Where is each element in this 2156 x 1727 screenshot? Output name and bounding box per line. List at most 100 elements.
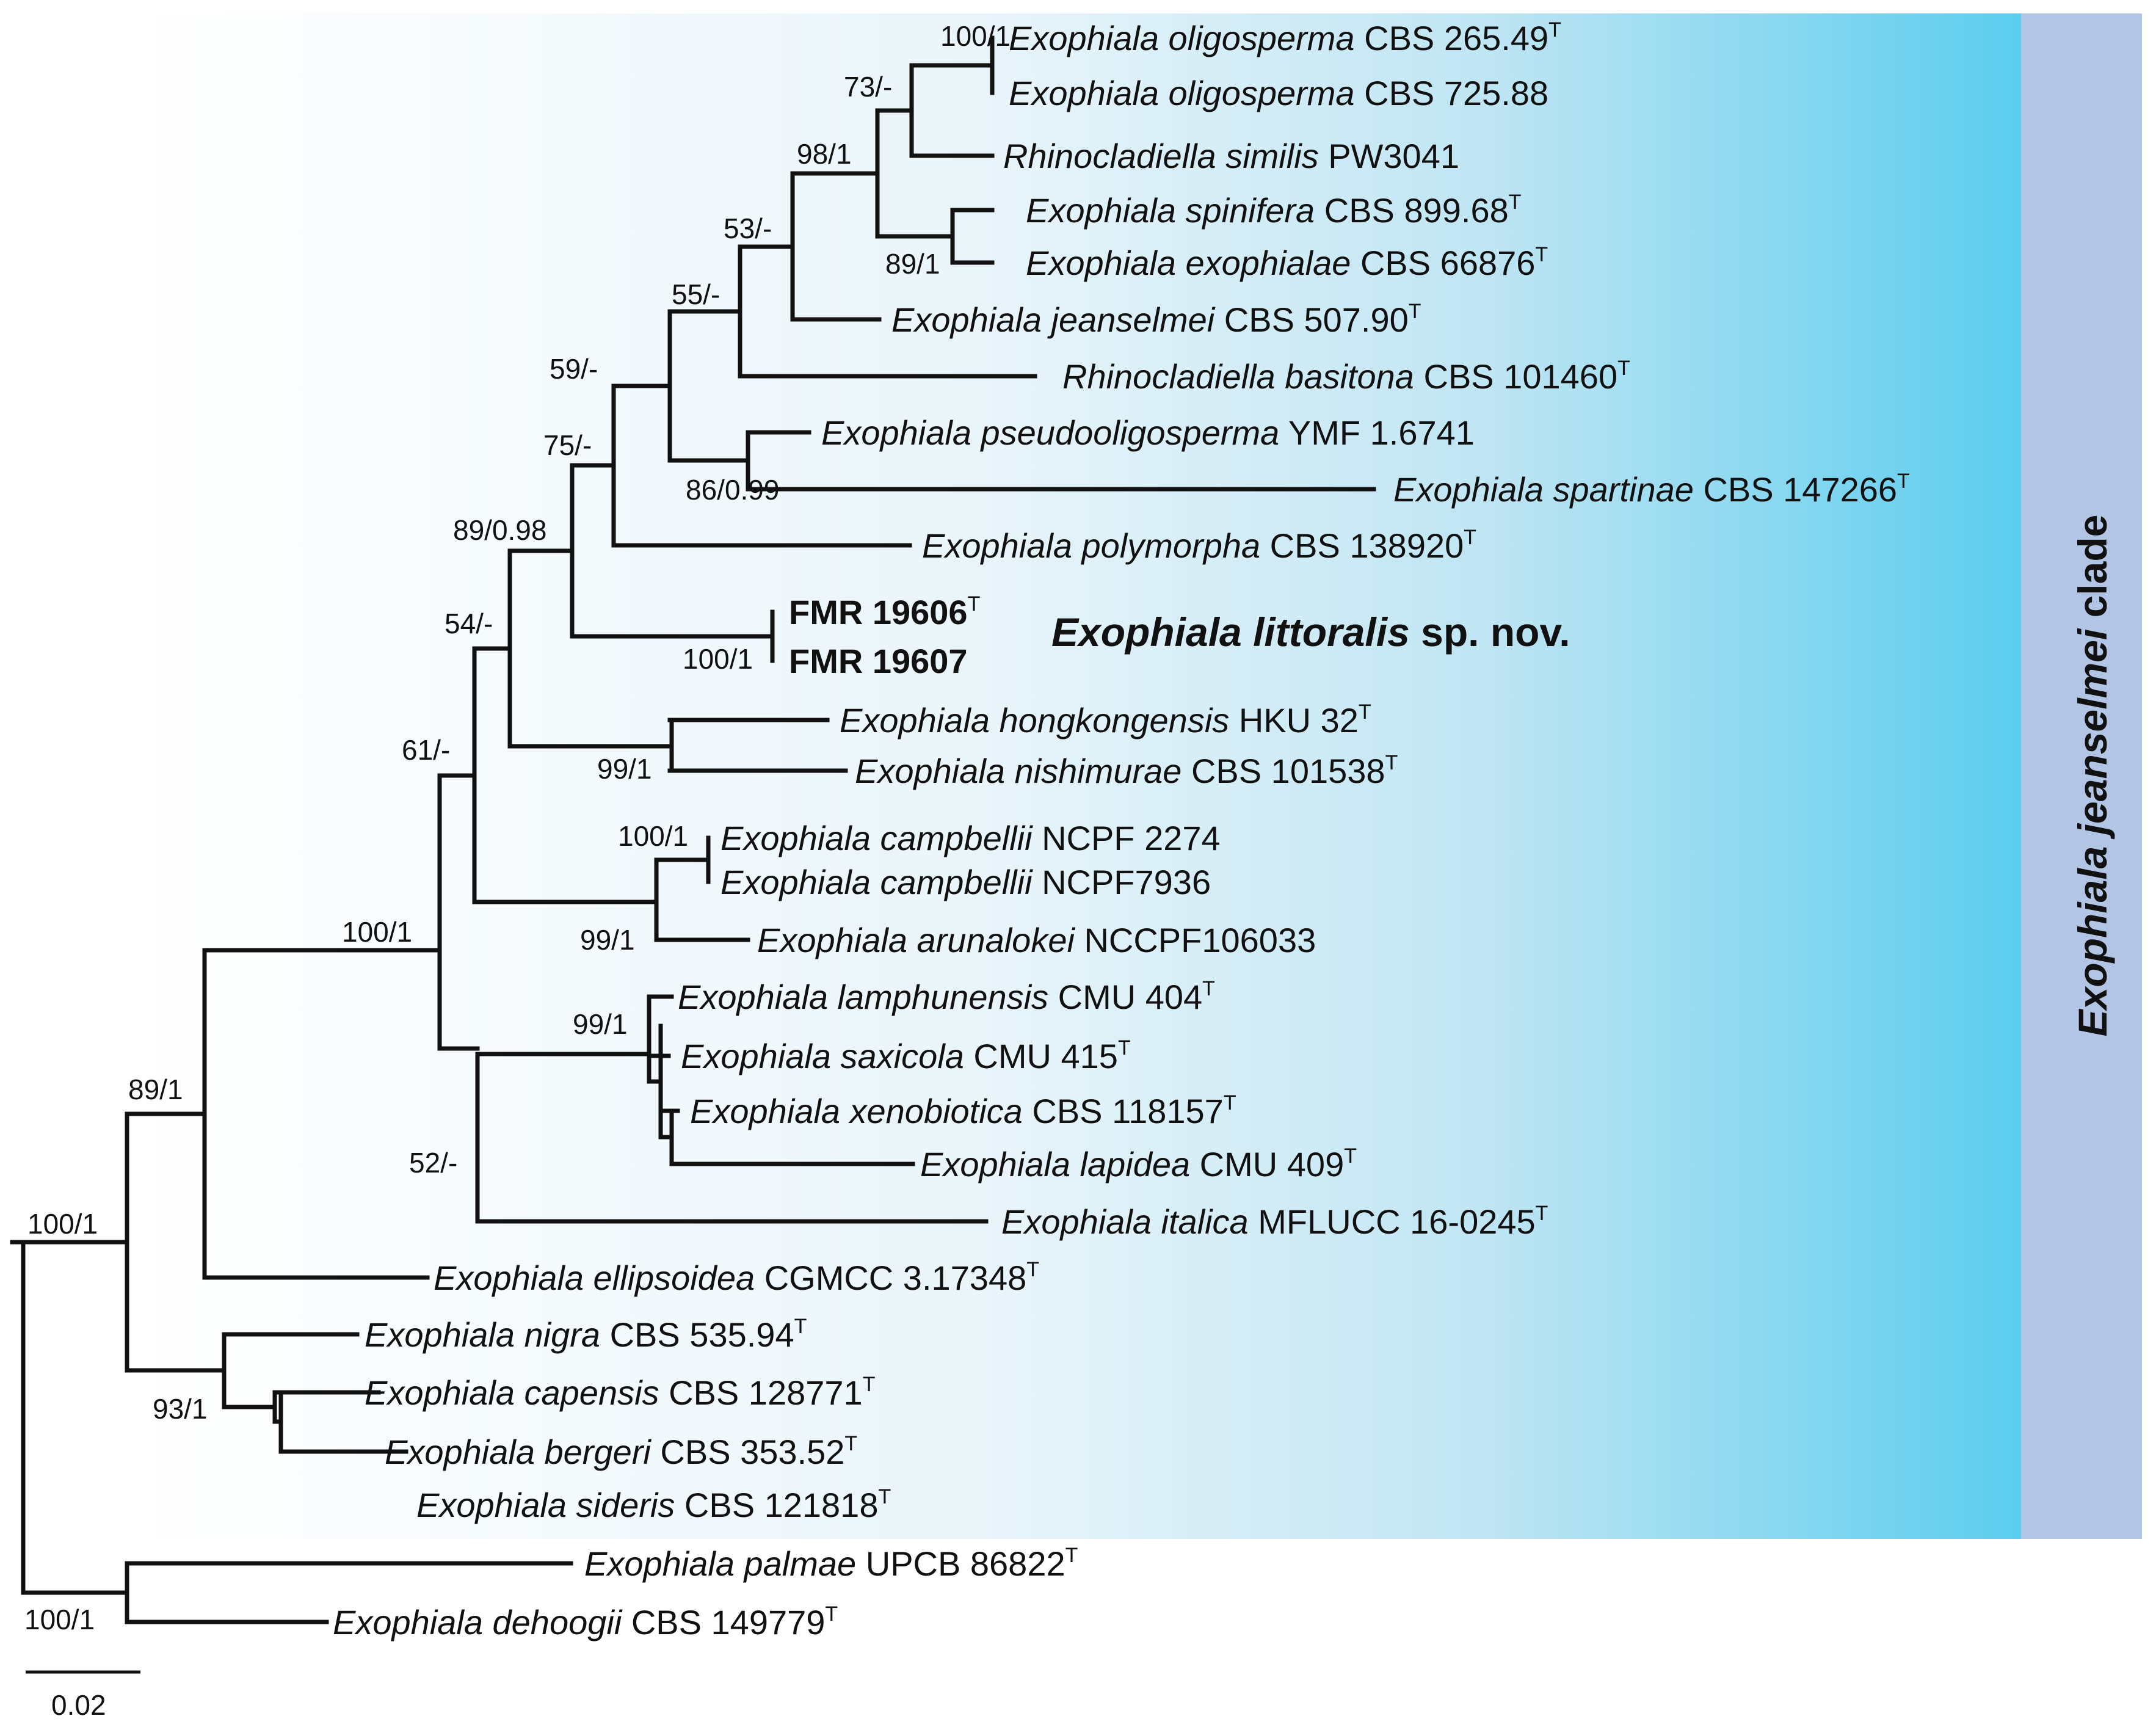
taxon-label: Exophiala hongkongensis HKU 32T — [840, 700, 1371, 740]
clade-label: Exophiala jeanselmei clade — [2070, 515, 2115, 1037]
strain-id: CBS 118157 — [1023, 1092, 1224, 1130]
taxon-label: Rhinocladiella basitona CBS 101460T — [1062, 357, 1630, 396]
type-strain-marker: T — [1617, 357, 1630, 380]
taxon-binomial: Exophiala oligosperma — [1009, 74, 1355, 112]
type-strain-marker: T — [1065, 1544, 1078, 1567]
type-strain-marker: T — [1359, 700, 1371, 724]
support-value: 100/1 — [683, 643, 753, 675]
taxon-binomial: Exophiala polymorpha — [922, 526, 1260, 565]
support-value: 54/- — [445, 608, 493, 639]
taxon-label: Exophiala nishimurae CBS 101538T — [855, 751, 1398, 790]
support-value: 99/1 — [573, 1008, 628, 1040]
strain-id: YMF 1.6741 — [1279, 413, 1475, 452]
support-value: 99/1 — [580, 924, 635, 956]
taxon-label: Exophiala lamphunensis CMU 404T — [678, 977, 1215, 1016]
taxon-label: Exophiala bergeri CBS 353.52T — [385, 1432, 857, 1471]
strain-id: CMU 409 — [1190, 1145, 1344, 1183]
taxon-binomial: Exophiala palmae — [584, 1544, 856, 1583]
taxon-label: Exophiala sideris CBS 121818T — [416, 1485, 891, 1524]
support-value: 100/1 — [940, 20, 1011, 52]
type-strain-marker: T — [794, 1315, 807, 1338]
type-strain-marker: T — [1385, 751, 1398, 774]
type-strain-marker: T — [1548, 18, 1561, 42]
taxon-binomial: Exophiala jeanselmei — [891, 300, 1216, 339]
taxon-label: Exophiala saxicola CMU 415T — [681, 1036, 1131, 1075]
taxon-label: Exophiala dehoogii CBS 149779T — [333, 1602, 838, 1642]
taxon-binomial: Rhinocladiella basitona — [1062, 357, 1414, 396]
strain-id: PW3041 — [1319, 137, 1459, 175]
taxon-label: Exophiala jeanselmei CBS 507.90T — [891, 300, 1421, 339]
support-value: 93/1 — [153, 1393, 208, 1425]
taxon-binomial: Exophiala saxicola — [681, 1037, 964, 1075]
taxon-label: Exophiala lapidea CMU 409T — [920, 1144, 1357, 1183]
strain-id: CBS 725.88 — [1355, 74, 1549, 112]
taxon-label: Rhinocladiella similis PW3041 — [1003, 137, 1459, 175]
support-value: 100/1 — [618, 820, 688, 852]
support-value: 86/0.99 — [686, 474, 779, 506]
type-strain-marker: T — [1344, 1144, 1357, 1168]
type-strain-marker: T — [844, 1432, 857, 1455]
strain-id: CMU 404 — [1048, 978, 1202, 1016]
taxon-label: Exophiala italica MFLUCC 16-0245T — [1001, 1202, 1548, 1241]
type-strain-marker: T — [1897, 470, 1910, 493]
taxon-label: Exophiala oligosperma CBS 265.49T — [1009, 18, 1561, 57]
taxon-binomial: Exophiala oligosperma — [1009, 19, 1355, 57]
taxon-label: Exophiala spinifera CBS 899.68T — [1026, 191, 1522, 230]
taxon-binomial: Rhinocladiella similis — [1003, 137, 1319, 175]
taxon-label: Exophiala palmae UPCB 86822T — [584, 1544, 1078, 1583]
taxon-binomial: Exophiala bergeri — [385, 1433, 652, 1471]
strain-id: CBS 121818 — [675, 1486, 878, 1524]
support-value: 89/0.98 — [453, 514, 546, 546]
type-strain-marker: T — [1536, 1202, 1548, 1225]
support-value: 99/1 — [597, 753, 652, 785]
taxon-label: FMR 19606T — [789, 592, 980, 631]
support-value: 100/1 — [24, 1604, 95, 1635]
strain-id: CBS 147266 — [1694, 470, 1897, 509]
support-value: 89/1 — [885, 248, 940, 280]
support-value: 59/- — [550, 353, 598, 385]
support-value: 98/1 — [797, 138, 852, 170]
strain-id: CBS 265.49 — [1355, 19, 1549, 57]
taxon-label: Exophiala ellipsoidea CGMCC 3.17348T — [434, 1258, 1039, 1297]
type-strain-marker: T — [1464, 526, 1476, 549]
strain-id: CBS 149779 — [622, 1603, 825, 1642]
taxon-binomial: Exophiala dehoogii — [333, 1603, 623, 1642]
branches — [10, 35, 1376, 1624]
strain-id: CBS 128771 — [659, 1373, 863, 1412]
taxon-binomial: Exophiala lapidea — [920, 1145, 1190, 1183]
strain-id: UPCB 86822 — [856, 1544, 1065, 1583]
type-strain-marker: T — [825, 1602, 838, 1626]
strain-id: CBS 66876 — [1351, 244, 1535, 282]
taxon-label: Exophiala xenobiotica CBS 118157T — [690, 1091, 1236, 1130]
taxon-binomial: Exophiala xenobiotica — [690, 1092, 1023, 1130]
taxon-binomial: Exophiala exophialae — [1026, 244, 1351, 282]
new-species-label: Exophiala littoralis sp. nov. — [1051, 609, 1570, 655]
taxon-binomial: Exophiala spartinae — [1393, 470, 1694, 509]
support-value: 75/- — [543, 429, 592, 461]
strain-id: CBS 101538 — [1181, 752, 1385, 790]
strain-id: NCPF7936 — [1033, 863, 1211, 901]
taxon-label: Exophiala nigra CBS 535.94T — [365, 1315, 807, 1354]
taxon-label: Exophiala arunalokei NCCPF106033 — [757, 921, 1316, 959]
type-strain-marker: T — [968, 592, 981, 616]
type-strain-marker: T — [1224, 1091, 1236, 1114]
type-strain-marker: T — [1535, 243, 1548, 266]
strain-id: NCPF 2274 — [1033, 819, 1221, 857]
taxon-binomial: Exophiala campbellii — [720, 819, 1033, 857]
taxon-label: Exophiala polymorpha CBS 138920T — [922, 526, 1476, 565]
support-value: 89/1 — [128, 1074, 183, 1105]
taxon-label: Exophiala campbellii NCPF7936 — [720, 863, 1211, 901]
taxon-binomial: Exophiala pseudooligosperma — [821, 413, 1279, 452]
taxon-label: Exophiala spartinae CBS 147266T — [1393, 470, 1910, 509]
isolate-name: FMR 19607 — [789, 642, 968, 680]
support-value: 52/- — [409, 1147, 457, 1179]
support-value: 100/1 — [27, 1208, 98, 1240]
taxon-binomial: Exophiala arunalokei — [757, 921, 1075, 959]
type-strain-marker: T — [863, 1373, 876, 1396]
taxon-binomial: Exophiala hongkongensis — [840, 701, 1229, 740]
taxon-binomial: Exophiala spinifera — [1026, 191, 1315, 230]
taxon-binomial: Exophiala ellipsoidea — [434, 1259, 755, 1297]
strain-id: CBS 507.90 — [1214, 300, 1409, 339]
taxon-binomial: Exophiala nigra — [365, 1315, 600, 1354]
